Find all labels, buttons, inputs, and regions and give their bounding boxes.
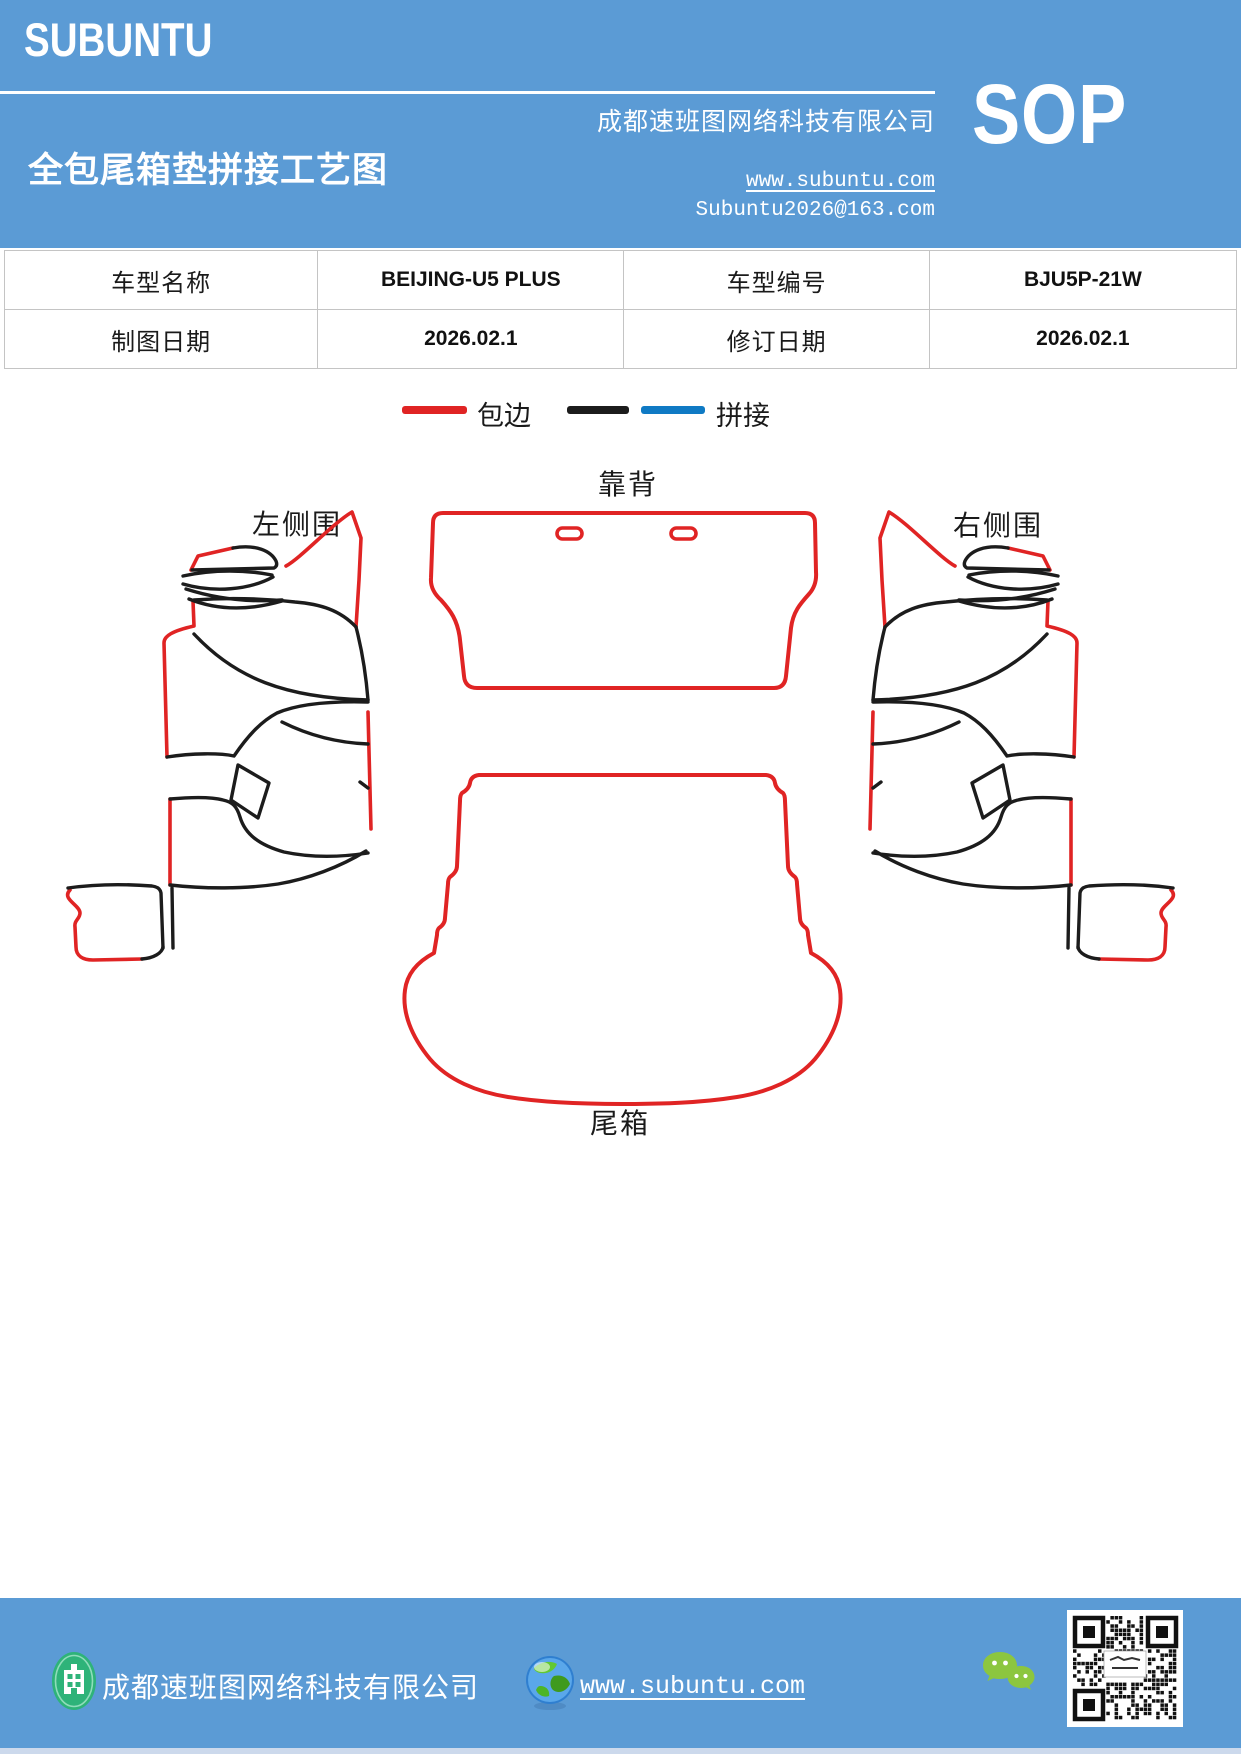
qr-code xyxy=(1067,1610,1183,1727)
header-email: Subuntu2026@163.com xyxy=(695,199,935,222)
draw-date-label: 制图日期 xyxy=(3,309,319,369)
sop-badge: SOP xyxy=(972,67,1128,161)
right-side-pieces xyxy=(868,510,1176,962)
legend-splice-line-black xyxy=(567,406,629,414)
footer-bottom-strip xyxy=(0,1748,1241,1754)
trunk-outline xyxy=(402,773,843,1106)
legend-splice-label: 拼接 xyxy=(716,401,770,431)
model-code-label: 车型编号 xyxy=(623,250,930,310)
revise-date-label: 修订日期 xyxy=(623,309,930,369)
legend-splice-line-blue xyxy=(641,406,705,414)
legend-edge-label: 包边 xyxy=(477,401,531,431)
right-side-label: 右侧围 xyxy=(953,510,1043,541)
wechat-icon xyxy=(983,1652,1035,1690)
draw-date-value: 2026.02.1 xyxy=(317,309,625,369)
header-website-link[interactable]: www.subuntu.com xyxy=(745,170,935,193)
backrest-label: 靠背 xyxy=(598,469,658,500)
backrest-outline xyxy=(428,511,819,690)
footer-website-link[interactable]: www.subuntu.com xyxy=(580,1672,806,1701)
header-divider xyxy=(0,91,935,94)
trunk-label: 尾箱 xyxy=(590,1108,650,1139)
table-row: 车型名称 BEIJING-U5 PLUS 车型编号 BJU5P-21W xyxy=(3,250,1238,310)
company-logo: SUBUNTU xyxy=(24,13,213,66)
backrest-slot-right xyxy=(669,526,698,541)
left-side-pieces xyxy=(65,510,373,962)
vehicle-info-table: 车型名称 BEIJING-U5 PLUS 车型编号 BJU5P-21W 制图日期… xyxy=(3,250,1238,369)
revise-date-value: 2026.02.1 xyxy=(928,309,1238,369)
backrest-slot-left xyxy=(555,526,584,541)
model-name-value: BEIJING-U5 PLUS xyxy=(317,250,625,310)
globe-icon xyxy=(526,1656,574,1710)
table-row: 制图日期 2026.02.1 修订日期 2026.02.1 xyxy=(3,309,1238,369)
model-code-value: BJU5P-21W xyxy=(928,250,1238,310)
header-company-name: 成都速班图网络科技有限公司 xyxy=(596,109,935,136)
qr-finder-patterns xyxy=(1072,1615,1179,1722)
pattern-diagram: 靠背 左侧围 右侧围 尾箱 xyxy=(65,469,1176,1139)
model-name-label: 车型名称 xyxy=(3,250,319,310)
legend-edge-line xyxy=(402,406,467,414)
left-side-label: 左侧围 xyxy=(252,509,342,540)
building-icon xyxy=(52,1652,96,1710)
footer-company-name: 成都速班图网络科技有限公司 xyxy=(102,1673,480,1704)
header-band xyxy=(0,0,1241,248)
page-title: 全包尾箱垫拼接工艺图 xyxy=(28,151,389,190)
